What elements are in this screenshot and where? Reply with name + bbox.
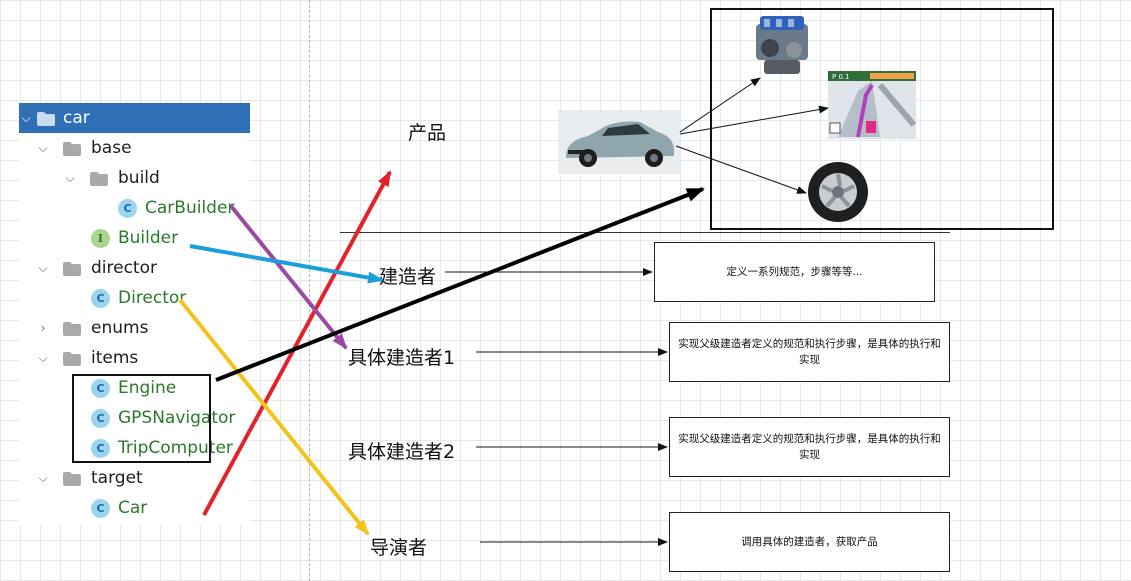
concrete-builder-1-desc-box: 实现父级建造者定义的规范和执行步骤，是具体的执行和实现	[669, 322, 950, 382]
tree-item-car[interactable]: ⌵ car	[19, 103, 250, 133]
chevron-down-icon[interactable]: ⌵	[21, 110, 31, 125]
concrete-builder-2-label: 具体建造者2	[348, 441, 456, 463]
tree-item-carbuilder[interactable]: C CarBuilder	[19, 193, 250, 223]
vertical-divider	[309, 0, 310, 581]
class-icon: C	[91, 409, 110, 428]
director-desc-box: 调用具体的建造者，获取产品	[669, 512, 950, 572]
tree-item-gpsnavigator[interactable]: C GPSNavigator	[19, 403, 250, 433]
tree-item-engine[interactable]: C Engine	[19, 373, 250, 403]
folder-icon	[37, 111, 55, 131]
class-icon: C	[91, 499, 110, 518]
tree-item-director[interactable]: C Director	[19, 283, 250, 313]
separator-line	[340, 232, 950, 233]
tree-label: director	[91, 258, 157, 278]
concrete-builder-2-desc-box: 实现父级建造者定义的规范和执行步骤，是具体的执行和实现	[669, 417, 950, 477]
class-icon: C	[118, 199, 137, 218]
tree-label: CarBuilder	[145, 198, 235, 218]
svg-text:P 0.1: P 0.1	[832, 73, 850, 81]
tree-label: Builder	[118, 228, 179, 248]
engine-image	[756, 16, 808, 74]
builder-to-builder-label-arrow	[189, 244, 384, 284]
car-to-engine-arrow	[679, 77, 761, 133]
director-desc-text: 调用具体的建造者，获取产品	[741, 536, 878, 548]
car-image	[558, 110, 680, 174]
items-group-box	[72, 374, 211, 463]
tree-label: Car	[118, 498, 148, 518]
tree-label: Director	[118, 288, 187, 308]
tire-image	[808, 162, 868, 222]
folder-icon	[63, 351, 81, 371]
concrete-builder-1-desc-text: 实现父级建造者定义的规范和执行步骤，是具体的执行和实现	[678, 338, 941, 366]
tree-label: base	[91, 138, 132, 158]
chevron-down-icon[interactable]: ⌵	[38, 140, 48, 155]
tree-label: Engine	[118, 378, 177, 398]
tree-item-enums[interactable]: › enums	[19, 313, 250, 343]
carbuilder-to-concrete1-arrow	[229, 204, 348, 350]
tree-item-target[interactable]: ⌵ target	[19, 463, 250, 493]
project-tree: ⌵ car ⌵ base ⌵ build C CarBuilder I Buil…	[19, 103, 250, 525]
class-icon: C	[91, 439, 110, 458]
chevron-down-icon[interactable]: ⌵	[38, 470, 48, 485]
car-to-tire-arrow	[675, 145, 807, 194]
director-label: 导演者	[370, 537, 428, 559]
items-to-parts-arrow	[215, 187, 705, 382]
chevron-down-icon[interactable]: ⌵	[38, 350, 48, 365]
tree-label: car	[63, 108, 90, 128]
tree-label: build	[118, 168, 160, 188]
folder-icon	[63, 471, 81, 491]
car-to-gps-arrow	[679, 105, 829, 135]
tree-item-items[interactable]: ⌵ items	[19, 343, 250, 373]
tree-item-car-class[interactable]: C Car	[19, 493, 250, 523]
class-icon: C	[91, 289, 110, 308]
product-parts-box	[710, 8, 1054, 230]
concrete-builder-1-label: 具体建造者1	[348, 347, 456, 369]
tree-label: items	[91, 348, 139, 368]
folder-icon	[63, 141, 81, 161]
interface-icon: I	[91, 229, 110, 248]
director-to-director-label-arrow	[178, 298, 370, 536]
chevron-down-icon[interactable]: ⌵	[38, 260, 48, 275]
builder-label: 建造者	[379, 266, 437, 288]
chevron-right-icon[interactable]: ›	[40, 321, 46, 335]
folder-icon	[90, 171, 108, 191]
chevron-down-icon[interactable]: ⌵	[65, 170, 75, 185]
tree-label: target	[91, 468, 143, 488]
builder-desc-text: 定义一系列规范，步骤等等...	[726, 266, 863, 278]
tree-item-builder[interactable]: I Builder	[19, 223, 250, 253]
concrete-builder-2-desc-text: 实现父级建造者定义的规范和执行步骤，是具体的执行和实现	[678, 433, 941, 461]
product-label: 产品	[408, 122, 447, 144]
tree-label: enums	[91, 318, 149, 338]
tree-label: GPSNavigator	[118, 408, 236, 428]
class-icon: C	[91, 379, 110, 398]
car-to-product-arrow	[202, 170, 392, 516]
folder-icon	[63, 261, 81, 281]
tree-item-build[interactable]: ⌵ build	[19, 163, 250, 193]
tree-item-director-pkg[interactable]: ⌵ director	[19, 253, 250, 283]
gps-navigator-image: P 0.1	[828, 71, 916, 139]
folder-icon	[63, 321, 81, 341]
tree-item-base[interactable]: ⌵ base	[19, 133, 250, 163]
tree-item-tripcomputer[interactable]: C TripComputer	[19, 433, 250, 463]
builder-desc-box: 定义一系列规范，步骤等等...	[654, 242, 935, 302]
tree-label: TripComputer	[118, 438, 233, 458]
